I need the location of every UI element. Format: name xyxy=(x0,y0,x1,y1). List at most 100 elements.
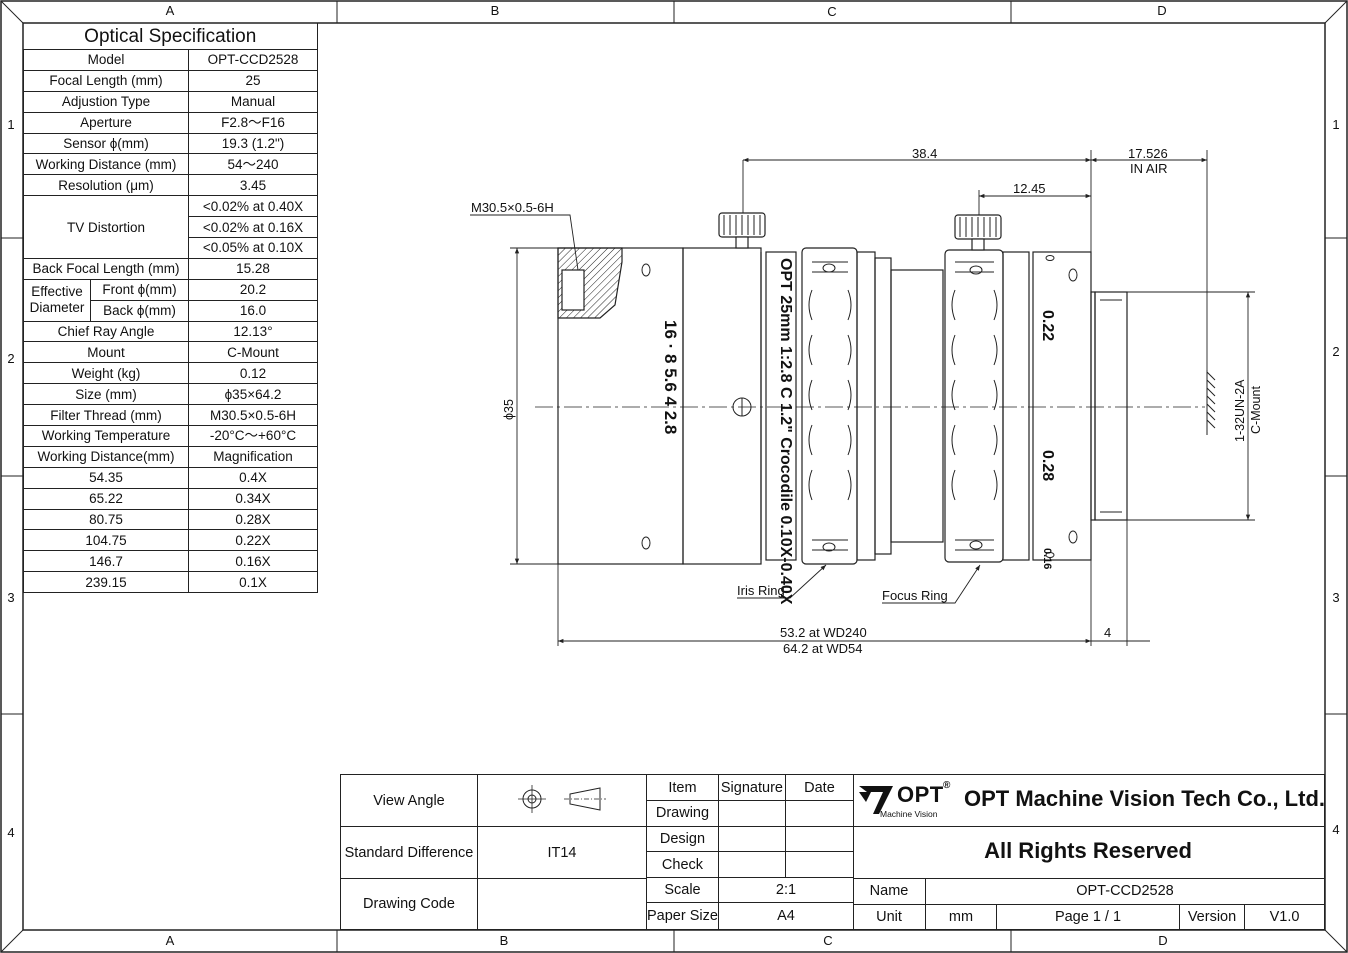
dim-air: 17.526 xyxy=(1128,146,1168,161)
company-name: OPT Machine Vision Tech Co., Ltd. xyxy=(964,786,1326,811)
spec-value: 0.22X xyxy=(188,529,318,552)
spec-label: Focal Length (mm) xyxy=(23,69,189,92)
version-label: Version xyxy=(1179,903,1245,931)
spec-label: Weight (kg) xyxy=(23,362,189,385)
view-angle-label: View Angle xyxy=(340,774,478,827)
spec-label: Back Focal Length (mm) xyxy=(23,257,189,280)
spec-value: <0.05% at 0.10X xyxy=(188,237,318,259)
spec-label: Back ϕ(mm) xyxy=(90,299,189,322)
scale-label: Scale xyxy=(647,876,719,904)
mag-scale-bottom: 0.28 xyxy=(1039,450,1056,482)
spec-value: ϕ35×64.2 xyxy=(188,383,318,406)
name-value: OPT-CCD2528 xyxy=(925,878,1325,905)
spec-value: 20.2 xyxy=(188,278,318,301)
thread-callout: M30.5×0.5-6H xyxy=(471,200,554,215)
dim-focus: 12.45 xyxy=(1013,181,1046,196)
date-header: Date xyxy=(784,775,853,802)
effective-diameter-label: Effective Diameter xyxy=(23,278,91,322)
spec-value: C-Mount xyxy=(188,341,318,364)
spec-value: Magnification xyxy=(188,445,318,468)
spec-label: Chief Ray Angle xyxy=(23,320,189,343)
iris-ring-label: Iris Ring xyxy=(737,583,785,598)
design-row-label: Design xyxy=(647,825,719,853)
rear-barrel xyxy=(1032,251,1092,561)
zone-a-top: A xyxy=(165,3,175,18)
spec-value: F2.8～F16 xyxy=(188,111,318,134)
zone-b-top: B xyxy=(490,3,500,18)
projection-icon xyxy=(518,784,606,813)
spec-value: 15.28 xyxy=(188,257,318,280)
mag-scale-top: 0.22 xyxy=(1039,310,1056,342)
zone-4-left: 4 xyxy=(7,825,15,840)
tv-distortion-label: TV Distortion xyxy=(23,195,189,259)
version-value: V1.0 xyxy=(1244,903,1325,931)
spec-value: 0.16X xyxy=(188,550,318,573)
opt-logo: OPT ® Machine Vision xyxy=(857,780,957,820)
projection-symbol xyxy=(477,774,647,827)
logo-subtext: Machine Vision xyxy=(880,809,938,819)
spec-label: Size (mm) xyxy=(23,383,189,406)
mount-thread-label: 1-32UN-2A xyxy=(1233,379,1247,442)
zone-1-right: 1 xyxy=(1332,117,1340,132)
scale-value: 2:1 xyxy=(717,876,853,904)
logo-text: OPT xyxy=(897,782,944,807)
dim-overall: 38.4 xyxy=(912,146,938,161)
spec-label: Front ϕ(mm) xyxy=(90,278,189,301)
zone-3-left: 3 xyxy=(7,590,15,605)
spec-value: 0.12 xyxy=(188,362,318,385)
spec-value: 0.4X xyxy=(188,466,318,489)
spec-value: 54～240 xyxy=(188,153,318,176)
spec-label: Working Distance(mm) xyxy=(23,445,189,468)
paper-size-value: A4 xyxy=(717,902,853,929)
c-mount xyxy=(1094,291,1128,521)
spec-value: 25 xyxy=(188,69,318,92)
zone-d-top: D xyxy=(1157,3,1167,18)
zone-c-top: C xyxy=(827,4,837,19)
spec-label: Adjustion Type xyxy=(23,90,189,113)
dim-air-sub: IN AIR xyxy=(1130,161,1168,176)
mag-scale-edge: 0.16 xyxy=(1041,548,1053,570)
spec-value: 0.1X xyxy=(188,571,318,594)
drawing-code-label: Drawing Code xyxy=(340,878,478,930)
zone-b-bottom: B xyxy=(499,933,509,948)
lens-marking: OPT 25mm 1:2.8 C 1.2" Crocodile 0.10X-0.… xyxy=(777,258,794,605)
paper-size-label: Paper Size xyxy=(647,902,719,929)
drawing-code-value xyxy=(477,878,647,930)
spec-value: OPT-CCD2528 xyxy=(188,49,318,71)
registered-icon: ® xyxy=(943,780,951,791)
zone-c-bottom: C xyxy=(823,933,833,948)
standard-difference-label: Standard Difference xyxy=(340,826,478,879)
spec-label: 239.15 xyxy=(23,571,189,594)
diameter-label: ϕ35 xyxy=(502,399,516,420)
zone-1-left: 1 xyxy=(7,117,15,132)
spec-label: Mount xyxy=(23,341,189,364)
spec-value: -20°C～+60°C xyxy=(188,425,318,447)
zone-a-bottom: A xyxy=(165,933,175,948)
length-wd54: 64.2 at WD54 xyxy=(783,641,863,656)
spec-label: Filter Thread (mm) xyxy=(23,404,189,427)
item-header: Item xyxy=(647,775,719,802)
spec-value: 12.13° xyxy=(188,320,318,343)
spec-value: 0.28X xyxy=(188,508,318,531)
drawing-row-label: Drawing xyxy=(647,800,719,827)
title-block-right: Name OPT-CCD2528 Unit mm Page 1 / 1 Vers… xyxy=(853,774,1325,931)
rights-statement: All Rights Reserved xyxy=(984,838,1192,863)
unit-value: mm xyxy=(925,903,997,931)
unit-label: Unit xyxy=(853,903,926,931)
zone-2-left: 2 xyxy=(7,351,15,366)
length-wd240: 53.2 at WD240 xyxy=(780,625,867,640)
page-label: Page 1 / 1 xyxy=(996,903,1180,931)
mount-type-label: C-Mount xyxy=(1249,386,1263,434)
spec-value: M30.5×0.5-6H xyxy=(188,404,318,427)
spec-value: 16.0 xyxy=(188,299,318,322)
aperture-scale: 16 · 8 5.6 4 2.8 xyxy=(661,320,680,435)
focus-ring-label: Focus Ring xyxy=(882,588,948,603)
dim-flange: 4 xyxy=(1104,625,1112,640)
spec-label: 65.22 xyxy=(23,487,189,510)
logo-mark-icon xyxy=(859,786,893,814)
zone-3-right: 3 xyxy=(1332,590,1340,605)
mid-barrel xyxy=(682,247,762,565)
